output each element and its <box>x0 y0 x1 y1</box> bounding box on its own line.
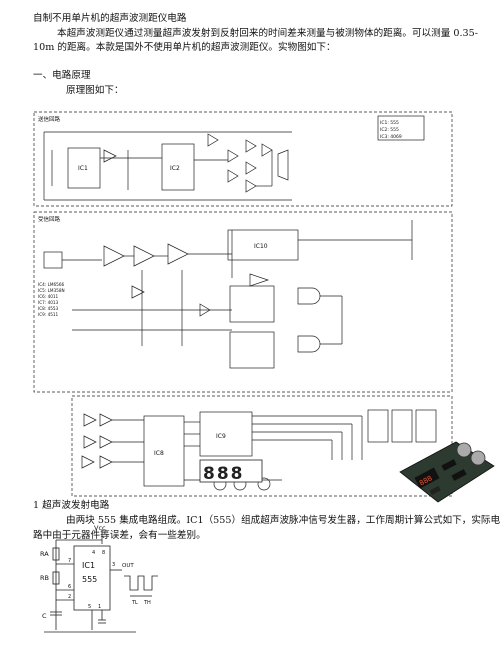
pin-5: 5 <box>88 604 91 610</box>
legend-ic3: IC3: 4069 <box>380 134 402 140</box>
diagram-555: Vcc RA RB C IC1 555 OUT TL TH 4 8 7 6 2 … <box>40 524 158 633</box>
ic-list-item: IC8: 4553 <box>38 306 59 311</box>
section2-body-line-1: 由两块 555 集成电路组成。IC1（555）组成超声波脉冲信号发生器，工作周期… <box>66 515 501 526</box>
pin-1: 1 <box>98 604 101 610</box>
schematic-caption: 原理图如下： <box>66 85 124 96</box>
tl-label: TL <box>131 600 138 606</box>
intro-line-2: 10m 的距离。本款是国外不使用单片机的超声波测距仪。实物图如下： <box>33 42 336 53</box>
pcb-board-photo: 888 <box>399 441 495 503</box>
section2-body-line-2: 路中由于元器件等误差，会有一些差别。 <box>33 530 206 541</box>
ic-list-item: IC9: 4511 <box>38 312 59 317</box>
ic-list-item: IC5: LM358N <box>38 288 65 293</box>
pin-7: 7 <box>68 558 71 564</box>
ic2-label: IC2 <box>170 165 180 172</box>
ic-list-item: IC4: LM6566 <box>38 282 65 287</box>
ic-list-item: IC7: 4013 <box>38 300 59 305</box>
pin-3: 3 <box>112 562 115 568</box>
ic9-label: IC9 <box>216 433 226 440</box>
ic8-label: IC8 <box>154 450 164 457</box>
intro-line-1: 本超声波测距仪通过测量超声波发射到反射回来的时间差来测量与被测物体的距离。可以测… <box>57 28 478 39</box>
ic-list-item: IC6: 4011 <box>38 294 59 299</box>
c-label: C <box>42 612 47 620</box>
th-label: TH <box>143 600 151 606</box>
ic1-label: IC1 <box>78 165 88 172</box>
pin-8: 8 <box>102 550 105 556</box>
pin-4: 4 <box>92 550 95 556</box>
legend-ic1: IC1: 555 <box>380 120 399 126</box>
section-heading-tx-circuit: 1 超声波发射电路 <box>33 500 110 511</box>
out-label: OUT <box>122 563 134 569</box>
section-heading-circuit-principle: 一、电路原理 <box>33 70 91 81</box>
ic1-555-label: IC1 <box>82 561 95 570</box>
legend-ic2: IC2: 555 <box>380 127 399 133</box>
seven-seg-display: 888 <box>203 464 245 484</box>
main-schematic: 送信回路 受信回路 IC1 IC2 IC8 IC9 IC10 IC1: 555 … <box>33 111 453 497</box>
tx-block-label: 送信回路 <box>38 115 61 123</box>
ic10-label: IC10 <box>254 243 268 250</box>
ra-label: RA <box>40 550 49 558</box>
pin-6: 6 <box>68 584 71 590</box>
pin-2: 2 <box>68 594 71 600</box>
document-title: 自制不用单片机的超声波测距仪电路 <box>33 13 187 24</box>
rx-block-label: 受信回路 <box>38 215 61 223</box>
rb-label: RB <box>40 574 49 582</box>
part-555-label: 555 <box>82 575 97 584</box>
vcc-label: Vcc <box>94 524 106 532</box>
ic-list: IC4: LM6566 IC5: LM358N IC6: 4011 IC7: 4… <box>38 282 65 317</box>
